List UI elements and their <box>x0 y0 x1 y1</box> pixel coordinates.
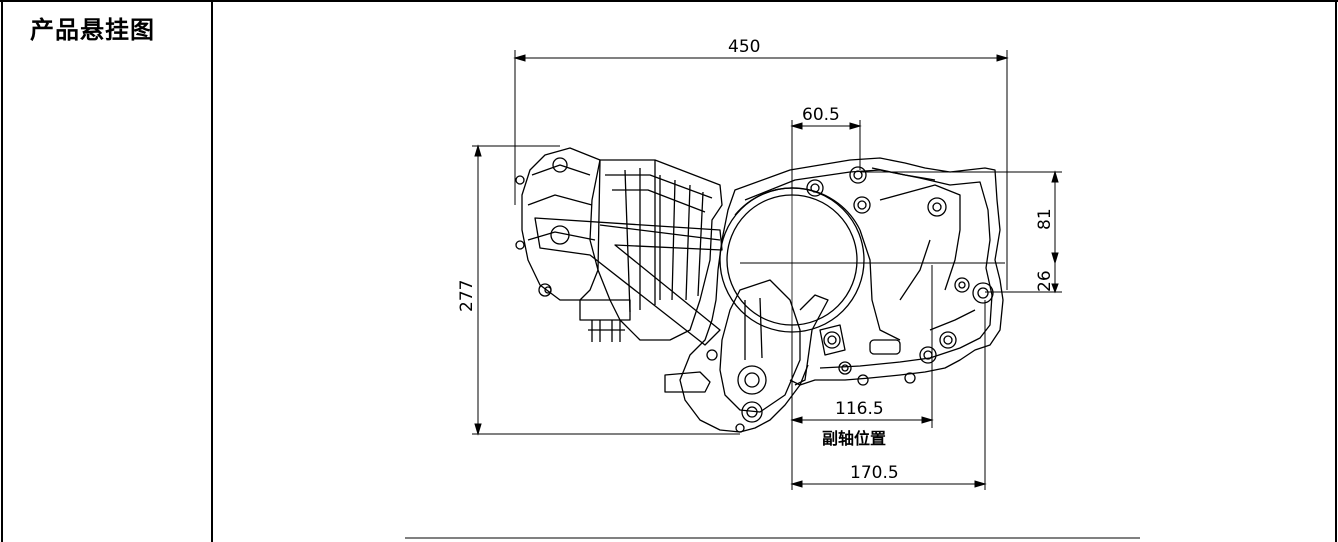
row-label: 产品悬挂图 <box>30 16 155 44</box>
dim-bottom-inner: 116.5 <box>835 399 884 419</box>
dim-right-lower: 26 <box>1035 270 1055 292</box>
dim-overall-height: 277 <box>457 280 477 312</box>
dim-top-offset: 60.5 <box>802 105 840 125</box>
dim-right-upper: 81 <box>1035 208 1055 230</box>
dimension-lines <box>472 50 1062 490</box>
dim-bottom-outer: 170.5 <box>850 463 899 483</box>
note-countershaft-position: 副轴位置 <box>822 429 886 448</box>
dim-overall-width: 450 <box>728 37 760 57</box>
engine-drawing <box>515 147 1005 433</box>
